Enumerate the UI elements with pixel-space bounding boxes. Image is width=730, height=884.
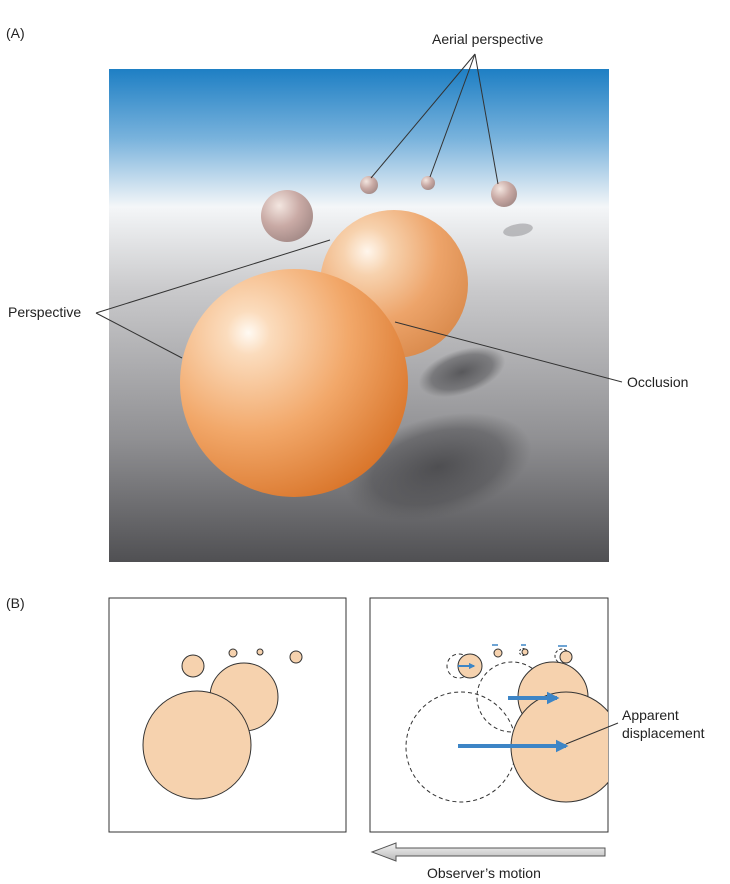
panel-b-label: (B) (6, 595, 25, 611)
panel-a-label: (A) (6, 25, 25, 41)
displaced-circle-right (559, 650, 573, 664)
distant-sphere-tiny-2 (421, 176, 435, 190)
distant-circle-tiny-2 (256, 648, 264, 656)
panel-b-before-view (108, 597, 347, 833)
far-circle (142, 690, 252, 800)
small-shadow (503, 223, 533, 237)
distant-sphere-left (261, 190, 313, 242)
near-orange-sphere (180, 269, 408, 497)
observer-motion-arrow (370, 842, 606, 862)
distant-circle-tiny-1 (228, 648, 238, 658)
distant-sphere-tiny-1 (360, 176, 378, 194)
perspective-label: Perspective (8, 304, 81, 320)
occlusion-label: Occlusion (627, 374, 688, 390)
medium-shadow (418, 346, 506, 398)
leader-lines (95, 53, 623, 383)
displacement-label: displacement (622, 725, 705, 741)
distant-sphere-small-right (491, 181, 517, 207)
panel-a-scene (109, 69, 609, 562)
displaced-circle-tiny-1 (493, 648, 503, 658)
displacement-leader (565, 722, 619, 745)
panel-b-after-view (369, 597, 609, 833)
distant-circle-left (181, 654, 205, 678)
observer-motion-label: Observer’s motion (427, 865, 541, 881)
displaced-circle-tiny-2 (521, 648, 529, 656)
distant-circle-right (289, 650, 303, 664)
apparent-label: Apparent (622, 707, 679, 723)
aerial-perspective-label: Aerial perspective (432, 31, 543, 47)
